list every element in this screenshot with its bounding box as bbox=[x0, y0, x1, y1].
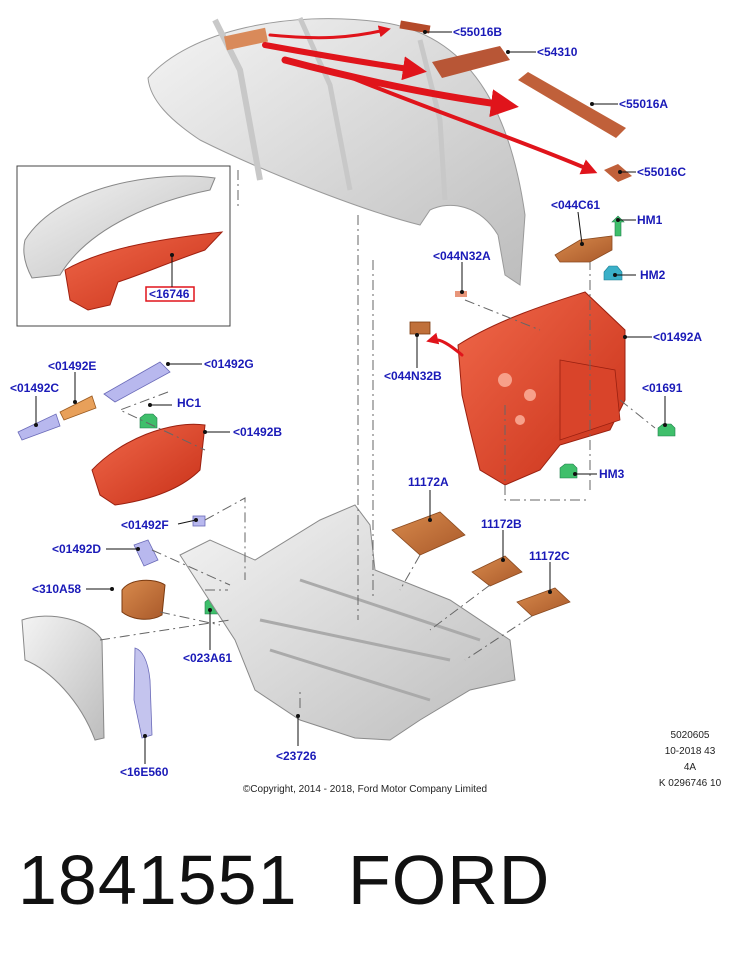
callout-11172B[interactable]: 11172B bbox=[481, 517, 522, 531]
callout-16E560[interactable]: <16E560 bbox=[120, 765, 169, 779]
roof-insulation-parts bbox=[399, 20, 632, 182]
callout-044N32A[interactable]: <044N32A bbox=[433, 249, 491, 263]
callout-044C61[interactable]: <044C61 bbox=[551, 198, 600, 212]
callout-310A58[interactable]: <310A58 bbox=[32, 582, 81, 596]
arrow-044N32B bbox=[426, 332, 464, 357]
callout-HM3[interactable]: HM3 bbox=[599, 467, 625, 481]
callout-55016A[interactable]: <55016A bbox=[619, 97, 668, 111]
callout-55016C[interactable]: <55016C bbox=[637, 165, 686, 179]
inset-hood-panel bbox=[23, 175, 224, 311]
left-parts bbox=[17, 361, 309, 741]
callout-01492D[interactable]: <01492D bbox=[52, 542, 101, 556]
callout-01492F[interactable]: <01492F bbox=[121, 518, 169, 532]
callout-55016B[interactable]: <55016B bbox=[453, 25, 502, 39]
callout-044N32B[interactable]: <044N32B bbox=[384, 369, 442, 383]
callout-labels: <55016B <54310 <55016A <55016C <044C61 H… bbox=[10, 25, 702, 779]
callout-HM1[interactable]: HM1 bbox=[637, 213, 663, 227]
callout-HC1[interactable]: HC1 bbox=[177, 396, 201, 410]
callout-HM2[interactable]: HM2 bbox=[640, 268, 666, 282]
meta-block: 5020605 10-2018 43 4A K 0296746 10 bbox=[659, 730, 722, 789]
roof-arrows bbox=[262, 25, 598, 175]
callout-023A61[interactable]: <023A61 bbox=[183, 651, 232, 665]
floor-pan bbox=[179, 504, 571, 741]
callout-01691[interactable]: <01691 bbox=[642, 381, 683, 395]
roof-body-shell bbox=[147, 16, 526, 286]
callout-01492E[interactable]: <01492E bbox=[48, 359, 96, 373]
brand-text: FORD bbox=[348, 841, 551, 919]
part-number-text: 1841551 bbox=[18, 841, 298, 919]
connector-lines bbox=[99, 170, 656, 708]
callout-16746[interactable]: <16746 bbox=[149, 287, 190, 301]
callout-01492G[interactable]: <01492G bbox=[204, 357, 254, 371]
callout-01492A[interactable]: <01492A bbox=[653, 330, 702, 344]
callout-11172C[interactable]: 11172C bbox=[529, 549, 570, 563]
callout-23726[interactable]: <23726 bbox=[276, 749, 317, 763]
parts-diagram: <55016B <54310 <55016A <55016C <044C61 H… bbox=[10, 16, 722, 795]
dash-insulator-main bbox=[457, 291, 626, 486]
right-small-parts bbox=[409, 215, 676, 479]
meta-line-3: 4A bbox=[684, 762, 697, 773]
copyright-text: ©Copyright, 2014 - 2018, Ford Motor Comp… bbox=[243, 784, 487, 795]
callout-01492B[interactable]: <01492B bbox=[233, 425, 282, 439]
leader-lines bbox=[34, 30, 667, 764]
callout-54310[interactable]: <54310 bbox=[537, 45, 578, 59]
meta-line-1: 5020605 bbox=[671, 730, 710, 741]
callout-01492C[interactable]: <01492C bbox=[10, 381, 59, 395]
callout-11172A[interactable]: 11172A bbox=[408, 475, 449, 489]
meta-line-2: 10-2018 43 bbox=[665, 746, 716, 757]
meta-line-4: K 0296746 10 bbox=[659, 778, 722, 789]
